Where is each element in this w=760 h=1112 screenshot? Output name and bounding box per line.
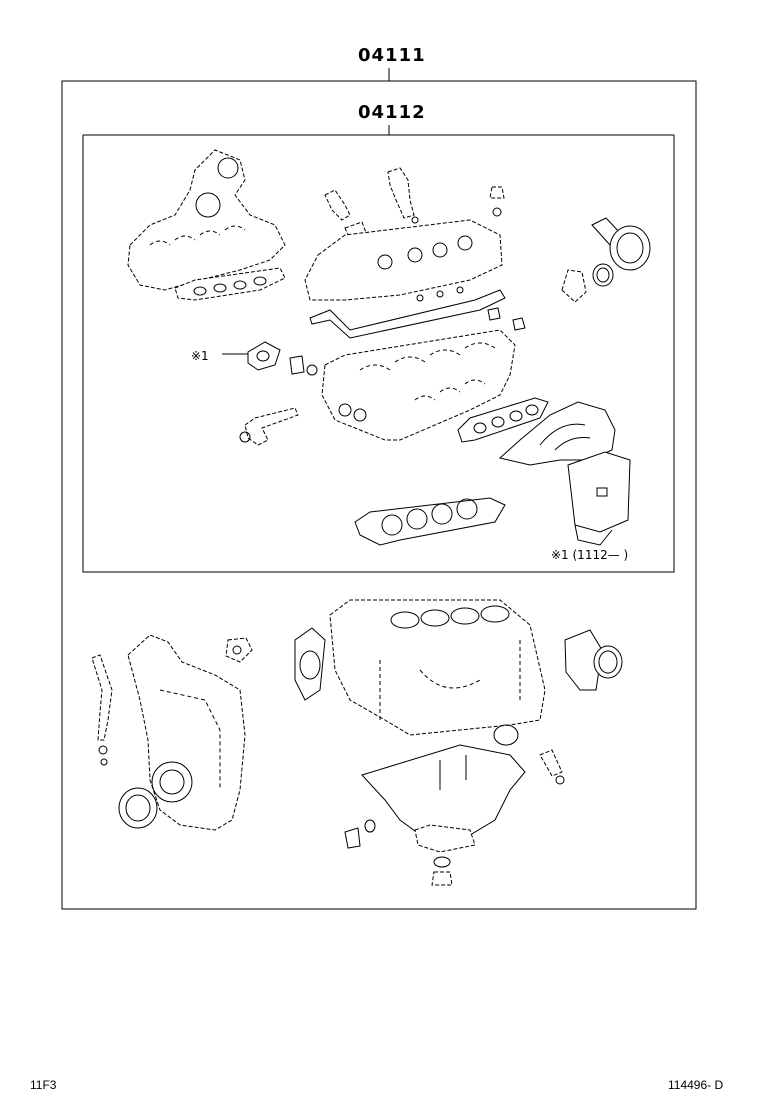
water-pump-gasket-part <box>294 627 326 701</box>
kit-frames <box>61 68 697 910</box>
crankshaft-seal-part <box>118 787 158 829</box>
water-pipe-part <box>239 407 299 446</box>
small-plug-part <box>489 186 505 217</box>
cylinder-head-cover-part <box>304 219 506 339</box>
inner-kit-part-number: 04112 <box>358 102 426 123</box>
exhaust-manifold-gasket-part <box>457 397 549 443</box>
cylinder-head-gasket-part <box>354 497 506 546</box>
outer-kit-part-number: 04111 <box>358 45 426 66</box>
timing-cover-part <box>127 634 253 831</box>
oil-strainer-part <box>431 856 453 886</box>
callout-gasket-part <box>222 341 281 371</box>
oil-pan-part <box>361 744 526 853</box>
callout-marker: ※1 <box>191 349 209 363</box>
outer-kit-frame <box>61 80 697 910</box>
dipstick-guide-part <box>91 654 113 766</box>
cylinder-block-part <box>329 599 546 736</box>
oil-filler-part <box>387 167 419 224</box>
footnote: ※1 (1112— ) <box>551 548 629 562</box>
drain-plug-part <box>344 819 376 849</box>
inner-kit-frame <box>82 134 675 573</box>
intake-manifold-part <box>127 149 286 301</box>
camshaft-seal-part <box>561 217 651 303</box>
footer-left-code: 11F3 <box>30 1078 57 1092</box>
oil-filter-union-part <box>539 749 565 785</box>
bolt-parts <box>289 307 526 376</box>
rear-oil-seal-part <box>564 629 623 691</box>
cylinder-head-part <box>321 329 516 441</box>
exhaust-manifold-part <box>498 401 631 546</box>
o-ring-part <box>493 724 519 746</box>
footer-right-code: 114496- D <box>668 1078 724 1092</box>
